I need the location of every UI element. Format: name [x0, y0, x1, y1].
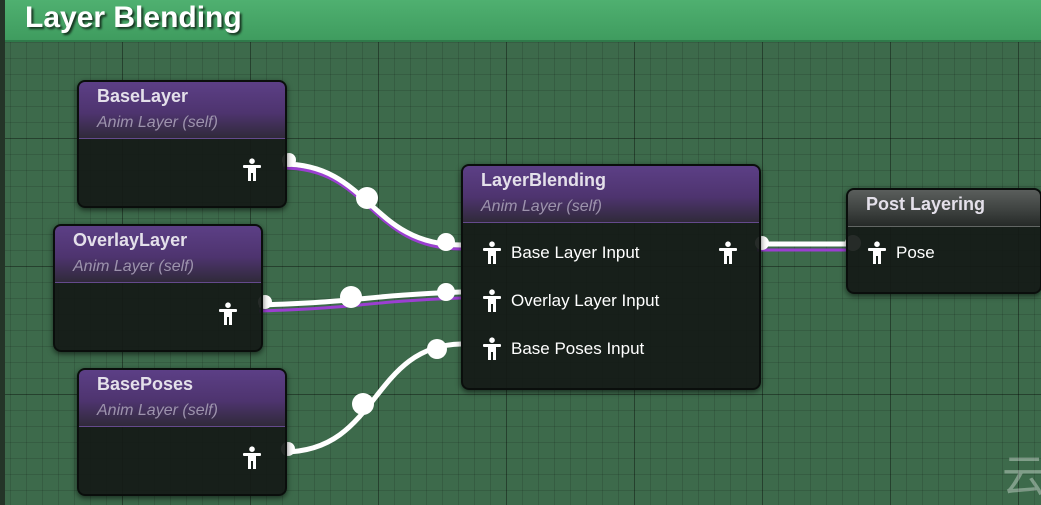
node-header: LayerBlending Anim Layer (self) [463, 166, 759, 223]
pose-pin-icon [717, 241, 739, 265]
output-pin-base-poses[interactable] [241, 446, 263, 470]
wire-knot[interactable] [437, 233, 455, 251]
watermark: 云 [1002, 451, 1041, 502]
graph-title: Layer Blending [25, 1, 242, 34]
output-pin-base-layer[interactable] [241, 158, 263, 182]
node-subtitle: Anim Layer (self) [73, 258, 194, 275]
output-pin-overlay-layer[interactable] [217, 302, 239, 326]
node-layer-blending[interactable]: LayerBlending Anim Layer (self) Base Lay… [461, 164, 761, 390]
pose-pin-icon [241, 158, 263, 182]
node-header: BasePoses Anim Layer (self) [79, 370, 285, 427]
node-title: LayerBlending [481, 170, 607, 190]
wire-knot[interactable] [356, 187, 378, 209]
node-post-layering[interactable]: Post Layering Pose [846, 188, 1041, 294]
node-header: BaseLayer Anim Layer (self) [79, 82, 285, 139]
node-title: BaseLayer [97, 86, 189, 106]
node-overlay-layer[interactable]: OverlayLayer Anim Layer (self) [53, 224, 263, 352]
input-pin-base-layer[interactable]: Base Layer Input [481, 241, 640, 265]
wire-knot[interactable] [437, 283, 455, 301]
output-pin-layer-blending[interactable] [717, 241, 739, 265]
pin-label: Pose [896, 243, 935, 262]
pin-label: Overlay Layer Input [511, 291, 660, 310]
wire-knot[interactable] [352, 393, 374, 415]
wire-knot[interactable] [427, 339, 447, 359]
node-subtitle: Anim Layer (self) [481, 198, 602, 215]
node-subtitle: Anim Layer (self) [97, 402, 218, 419]
node-header: Post Layering [848, 190, 1040, 227]
node-header: OverlayLayer Anim Layer (self) [55, 226, 261, 283]
node-subtitle: Anim Layer (self) [97, 114, 218, 131]
node-base-poses[interactable]: BasePoses Anim Layer (self) [77, 368, 287, 496]
wire-blend-to-post[interactable] [757, 241, 846, 252]
graph-left-edge [0, 0, 5, 505]
pose-pin-icon [481, 241, 503, 265]
node-title: OverlayLayer [73, 230, 188, 250]
graph-title-bar: Layer Blending [5, 0, 1041, 42]
pose-pin-icon [217, 302, 239, 326]
wire-knot[interactable] [340, 286, 362, 308]
pose-pin-icon [481, 337, 503, 361]
node-base-layer[interactable]: BaseLayer Anim Layer (self) [77, 80, 287, 208]
node-title: BasePoses [97, 374, 194, 394]
input-pin-overlay-layer[interactable]: Overlay Layer Input [481, 289, 659, 313]
pin-label: Base Poses Input [511, 339, 645, 358]
pin-label: Base Layer Input [511, 243, 640, 262]
node-title: Post Layering [866, 194, 986, 214]
pose-pin-icon [481, 289, 503, 313]
input-pin-base-poses[interactable]: Base Poses Input [481, 337, 644, 361]
pose-pin-icon [866, 241, 888, 265]
pose-pin-icon [241, 446, 263, 470]
input-pin-pose[interactable]: Pose [866, 241, 935, 265]
